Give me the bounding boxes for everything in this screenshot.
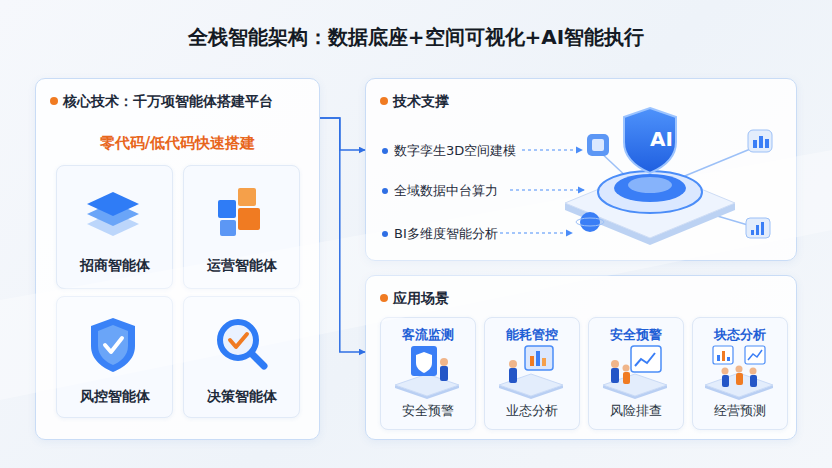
agent-label: 招商智能体 xyxy=(61,256,168,274)
tech-panel: 技术支撑数字孪生3D空间建模全域数据中台算力 BI多维度智能分析 xyxy=(365,78,797,261)
agent-card: 运营智能体 xyxy=(183,165,300,289)
scene-card: 客流监测安全预警 xyxy=(380,317,476,430)
scene-subtitle: 经营预测 xyxy=(697,402,783,420)
agent-label: 运营智能体 xyxy=(188,256,295,274)
diagram-title: 全栈智能架构：数据底座+空间可视化+AI智能执行 xyxy=(0,0,832,50)
tech-item: BI多维度智能分析 xyxy=(380,225,782,243)
tech-item: 全域数据中台算力 xyxy=(380,182,782,200)
scene-card: 安全预警风险排查 xyxy=(588,317,684,430)
panel-heading: 技术支撑 xyxy=(380,91,782,111)
scene-title: 客流监测 xyxy=(385,326,471,344)
agent-label: 风控智能体 xyxy=(61,387,168,405)
scene-subtitle: 风险排查 xyxy=(593,402,679,420)
core-panel: 核心技术：千万项智能体搭建平台零代码/低代码快速搭建招商智能体 运营智能体风控智能… xyxy=(35,78,320,440)
panel-heading: 核心技术：千万项智能体搭建平台 xyxy=(50,91,305,111)
scene-card: 能耗管控业态分析 xyxy=(484,317,580,430)
agent-label: 决策智能体 xyxy=(188,387,295,405)
panel-heading: 应用场景 xyxy=(380,288,782,308)
scene-title: 安全预警 xyxy=(593,326,679,344)
panel-subtitle: 零代码/低代码快速搭建 xyxy=(50,133,305,153)
scene-panel: 应用场景客流监测安全预警能耗管控业态分析安全预警风险排查块态分析经营预测 xyxy=(365,275,797,440)
scene-title: 能耗管控 xyxy=(489,326,575,344)
tech-item: 数字孪生3D空间建模 xyxy=(380,142,782,160)
agent-card: 决策智能体 xyxy=(183,296,300,418)
scene-title: 块态分析 xyxy=(697,326,783,344)
connector-arrow xyxy=(320,118,365,150)
connector-arrow xyxy=(320,118,365,352)
agent-card: 招商智能体 xyxy=(56,165,173,289)
scene-card: 块态分析经营预测 xyxy=(692,317,788,430)
scene-subtitle: 安全预警 xyxy=(385,402,471,420)
scene-subtitle: 业态分析 xyxy=(489,402,575,420)
agent-card: 风控智能体 xyxy=(56,296,173,418)
